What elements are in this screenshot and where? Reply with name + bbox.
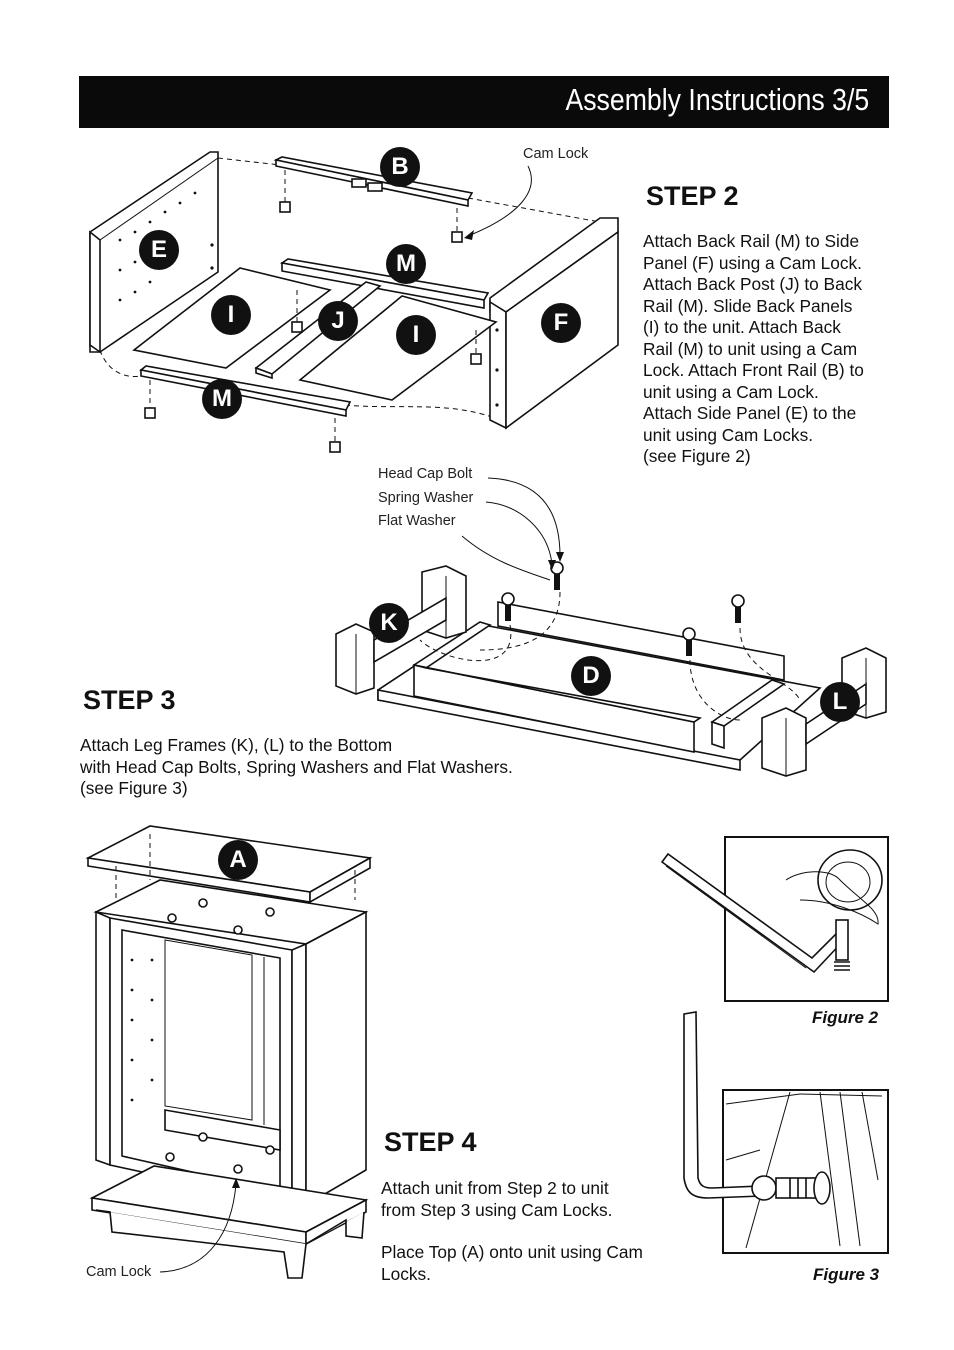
part-label-j: J — [318, 301, 358, 341]
part-label-a: A — [218, 840, 258, 880]
part-label-b: B — [380, 147, 420, 187]
header-bar: Assembly Instructions 3/5 — [79, 76, 889, 128]
callout-flat-washer: Flat Washer — [378, 513, 456, 529]
callout-head-cap-bolt: Head Cap Bolt — [378, 466, 473, 482]
part-label-k: K — [369, 603, 409, 643]
figure3-caption: Figure 3 — [813, 1265, 880, 1284]
step3-title: STEP 3 — [83, 685, 176, 715]
callout-cam-lock-step2: Cam Lock — [523, 146, 589, 162]
step2-title: STEP 2 — [646, 181, 739, 211]
part-label-f: F — [541, 303, 581, 343]
part-label-i-right: I — [396, 315, 436, 355]
step4-title: STEP 4 — [384, 1127, 477, 1157]
figure2-caption: Figure 2 — [812, 1008, 879, 1027]
step3-instructions: Attach Leg Frames (K), (L) to the Bottom… — [80, 735, 513, 798]
callout-cam-lock-step4: Cam Lock — [86, 1264, 152, 1280]
callout-spring-washer: Spring Washer — [378, 490, 474, 506]
part-label-m-top: M — [386, 244, 426, 284]
step4-instructions-1: Attach unit from Step 2 to unit from Ste… — [381, 1178, 613, 1220]
page-title: Assembly Instructions 3/5 — [565, 82, 869, 117]
figure3-frame — [722, 1089, 889, 1254]
part-label-d: D — [571, 656, 611, 696]
step4-instructions-2: Place Top (A) onto unit using Cam Locks. — [381, 1242, 643, 1284]
part-label-e: E — [139, 230, 179, 270]
step2-instructions: Attach Back Rail (M) to Side Panel (F) u… — [643, 231, 864, 466]
part-label-i-left: I — [211, 295, 251, 335]
part-label-m-bottom: M — [202, 379, 242, 419]
part-label-l: L — [820, 682, 860, 722]
